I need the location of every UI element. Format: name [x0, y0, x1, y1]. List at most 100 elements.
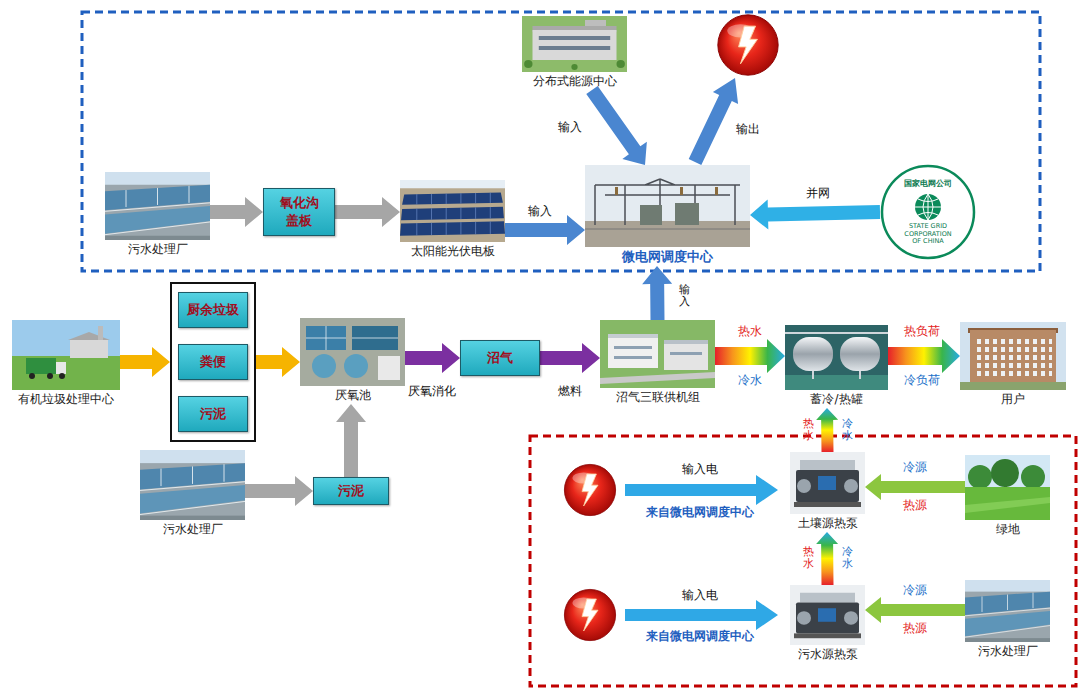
label-anchor: 热水	[803, 546, 814, 570]
caption: 污水源热泵	[798, 647, 858, 663]
label-anchor: 冷负荷	[904, 373, 940, 389]
caption: 沼气三联供机组	[616, 390, 700, 406]
caption: 污水处理厂	[163, 522, 223, 538]
flow-arrow	[816, 532, 838, 585]
process-box: 氧化沟盖板	[263, 188, 335, 236]
edge-label: 热水	[803, 546, 814, 570]
flow-arrow	[750, 200, 880, 230]
picture-node: 蓄冷/热罐	[785, 325, 888, 408]
label-anchor: 冷源	[903, 460, 927, 476]
picture-node: 沼气三联供机组	[600, 320, 715, 406]
caption: 微电网调度中心	[622, 249, 713, 266]
label-anchor: 输入电	[682, 462, 718, 478]
label-anchor: 冷水	[738, 373, 762, 389]
caption: 绿地	[996, 522, 1020, 538]
residence-picture	[960, 322, 1066, 390]
flow-arrow	[888, 339, 960, 373]
digester-picture	[300, 318, 405, 386]
caption: 分布式能源中心	[533, 74, 617, 90]
annotation: 热源	[903, 498, 927, 514]
flow-arrow	[120, 347, 170, 377]
flow-arrow	[540, 343, 600, 373]
annotation: 冷水	[842, 418, 853, 442]
output-arrow	[689, 78, 738, 165]
substation-picture	[585, 165, 750, 247]
label-anchor: 热源	[903, 621, 927, 637]
annotation: 冷水	[842, 546, 853, 570]
label-anchor: 冷水	[842, 546, 853, 570]
logo-badge: 国家电网公司 STATE GRID CORPORATION OF CHINA	[880, 164, 976, 260]
sewage-plant-picture	[105, 172, 210, 240]
logo-text: 国家电网公司	[904, 179, 952, 189]
flow-arrow	[505, 215, 585, 245]
caption: 污水处理厂	[978, 644, 1038, 660]
annotation: 输入电	[682, 462, 718, 478]
power-symbol	[718, 15, 778, 75]
edge-label: 热水	[803, 418, 814, 442]
power-arrow	[625, 475, 778, 505]
flow-arrow	[865, 597, 965, 623]
picture-node: 用户	[960, 322, 1066, 408]
caption: 蓄冷/热罐	[810, 392, 862, 408]
picture-node: 污水处理厂	[140, 450, 245, 538]
flow-arrow	[245, 476, 313, 506]
process-box: 污泥	[313, 477, 389, 505]
flow-arrow	[642, 266, 672, 320]
caption: 厌氧池	[335, 388, 371, 404]
picture-node: 太阳能光伏电板	[400, 180, 505, 260]
power-symbol	[564, 464, 615, 515]
annotation: 热源	[903, 621, 927, 637]
picture-node: 微电网调度中心	[585, 165, 750, 266]
label-anchor: 输出	[736, 122, 760, 138]
label-anchor: 来自微电网调度中心	[646, 505, 754, 521]
label-anchor: 热源	[903, 498, 927, 514]
edge-label: 冷源	[903, 460, 927, 476]
caption: 用户	[1001, 392, 1025, 408]
flow-arrow	[865, 474, 965, 500]
annotation: 来自微电网调度中心	[646, 629, 754, 645]
label-anchor: 输入电	[682, 588, 718, 604]
flow-arrow	[405, 343, 460, 373]
caption: 土壤源热泵	[798, 516, 858, 532]
picture-node: 污水源热泵	[790, 585, 865, 663]
annotation: 冷水	[738, 373, 762, 389]
heat-pump-picture	[790, 585, 865, 645]
label-anchor: 输入	[679, 284, 690, 308]
box-label: 污泥	[200, 405, 226, 423]
process-box: 粪便	[178, 344, 248, 380]
picture-node: 厌氧池	[300, 318, 405, 404]
edge-label: 燃料	[558, 384, 582, 400]
edge-label: 热负荷	[904, 324, 940, 340]
annotation: 输入电	[682, 588, 718, 604]
power-arrow	[625, 600, 778, 630]
picture-node: 污水处理厂	[965, 580, 1050, 660]
caption: 污水处理厂	[128, 242, 188, 258]
picture-node: 土壤源热泵	[790, 452, 865, 532]
box-label: 污泥	[338, 482, 364, 500]
label-anchor: 输入	[528, 204, 552, 220]
green-land-picture	[965, 455, 1050, 520]
label-anchor: 冷源	[903, 583, 927, 599]
edge-label: 输入	[528, 204, 552, 220]
waste-plant-picture	[12, 320, 120, 390]
label-anchor: 输入	[558, 120, 582, 136]
sewage-plant-picture	[140, 450, 245, 520]
process-box: 沼气	[460, 340, 540, 376]
label-anchor: 热水	[738, 324, 762, 340]
flow-arrow	[210, 197, 263, 227]
logo-outline	[880, 164, 976, 260]
edge-label: 厌氧消化	[408, 384, 456, 400]
label-anchor: 燃料	[558, 384, 582, 400]
logo-text: STATE GRID CORPORATION OF CHINA	[901, 223, 955, 246]
edge-label: 输入	[679, 284, 690, 308]
flow-arrow	[586, 86, 647, 165]
process-box: 污泥	[178, 396, 248, 432]
solar-panel-picture	[400, 180, 505, 242]
picture-node: 分布式能源中心	[522, 16, 627, 90]
annotation: 输出	[736, 122, 760, 138]
flow-arrow	[256, 347, 300, 377]
caption: 有机垃圾处理中心	[18, 392, 114, 408]
storage-tank-picture	[785, 325, 888, 390]
chp-plant-picture	[600, 320, 715, 388]
